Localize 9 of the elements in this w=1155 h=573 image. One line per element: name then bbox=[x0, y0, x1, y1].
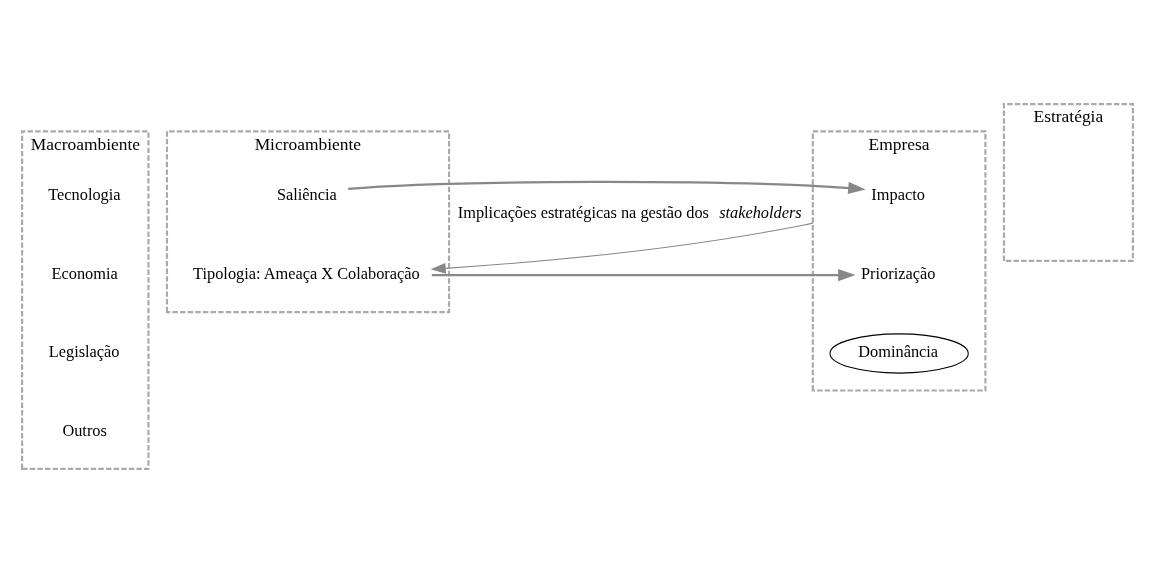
node-text: Legislação bbox=[48, 342, 120, 362]
node-text: Tecnologia bbox=[48, 185, 121, 205]
node-text: Priorização bbox=[861, 263, 936, 283]
node-text: Saliência bbox=[276, 185, 337, 205]
edge-label: Implicações estratégicas na gestão dos stakeholders bbox=[457, 203, 802, 223]
node-text: Outros bbox=[62, 420, 107, 440]
node-text: Tipologia: Ameaça X Colaboração bbox=[193, 263, 420, 283]
node-text: Economia bbox=[51, 263, 118, 283]
node-text: Impacto bbox=[871, 185, 925, 205]
